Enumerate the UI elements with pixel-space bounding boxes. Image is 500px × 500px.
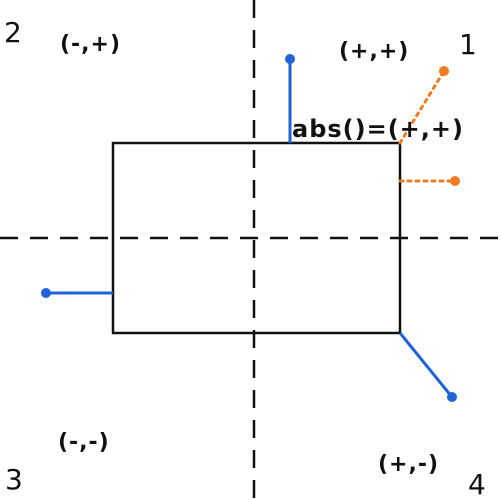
quadrant-sign-top-right: (+,+)	[339, 39, 409, 64]
quadrant-sign-bottom-left: (-,-)	[58, 430, 110, 455]
quadrant-number-1: 1	[459, 28, 477, 61]
quadrant-sign-top-left: (-,+)	[60, 32, 121, 57]
blue-leader-top	[285, 54, 295, 143]
orange-dotted-leader-right	[398, 176, 460, 186]
quadrant-sign-bottom-right: (+,-)	[378, 452, 439, 477]
quadrant-number-3: 3	[5, 463, 23, 496]
quadrant-number-2: 2	[4, 16, 22, 49]
center-rectangle	[111, 141, 402, 335]
blue-leader-left	[41, 288, 113, 298]
blue-leader-bottom-right	[398, 332, 457, 402]
quadrant-number-4: 4	[468, 468, 486, 500]
orange-dotted-leader-top-right	[398, 66, 449, 145]
absolute-value-formula: abs()=(+,+)	[292, 115, 464, 143]
